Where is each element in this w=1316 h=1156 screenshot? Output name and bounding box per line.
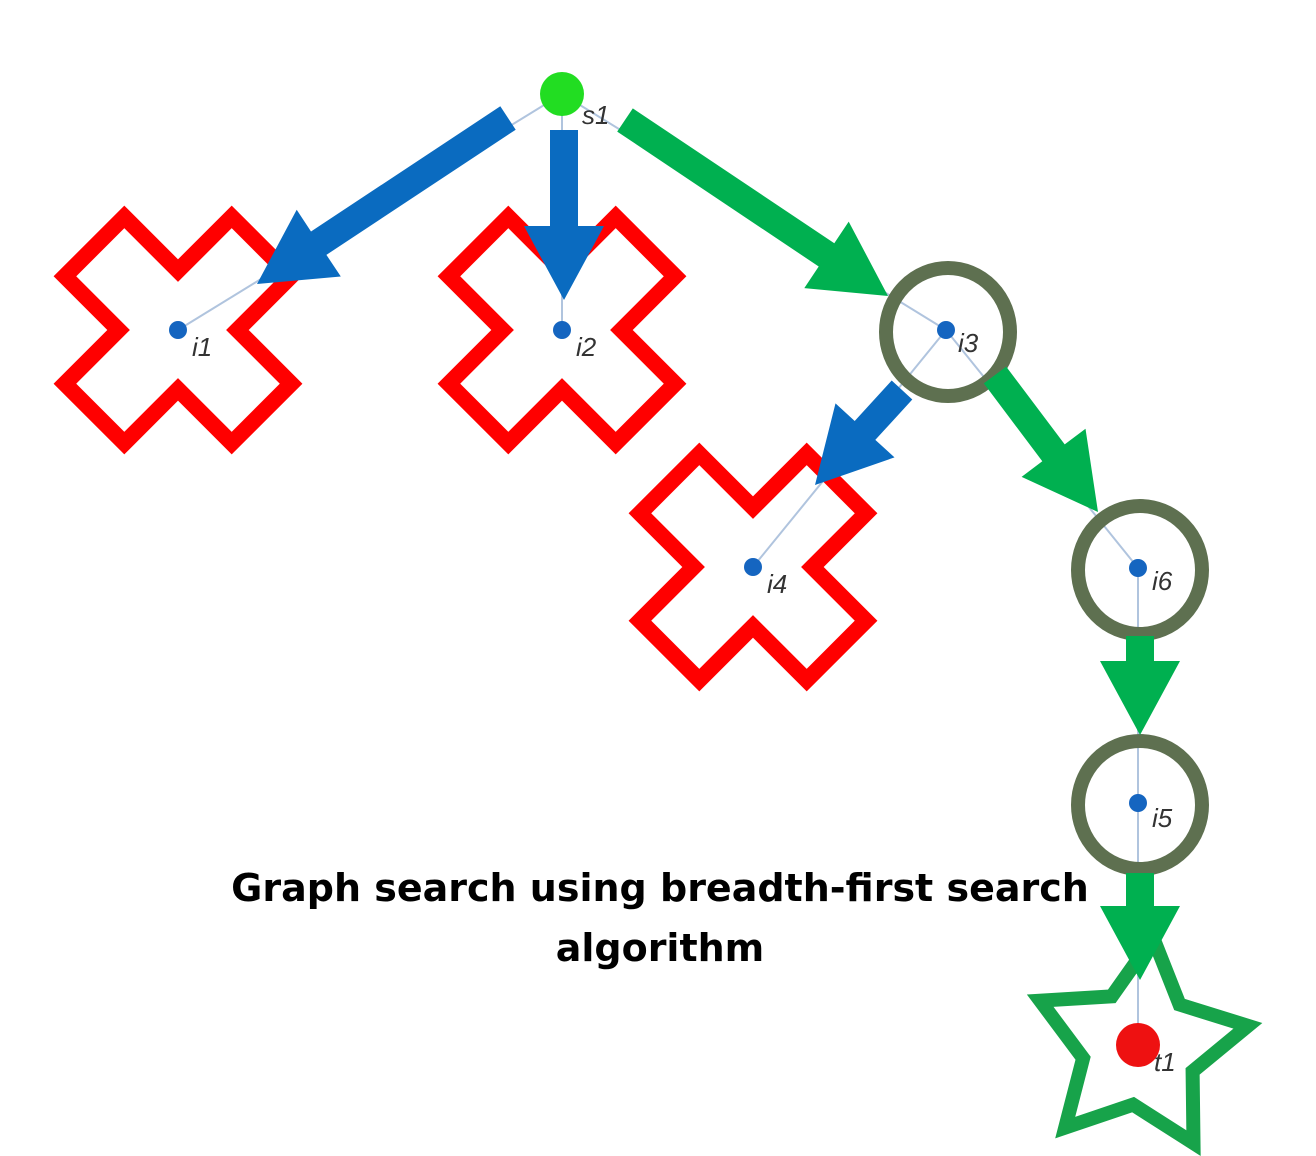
goal-star-icon: [1026, 923, 1263, 1156]
rejected-x-icon-i2: [437, 205, 687, 455]
path-arrow-i3-i6: [983, 366, 1098, 512]
rejected-arrow-s1-i2: [524, 130, 604, 300]
path-arrow-i6-i5: [1100, 636, 1180, 735]
goal-node-t1: [1116, 1023, 1160, 1067]
node-dot-i5: [1129, 794, 1147, 812]
start-node-s1: [540, 72, 584, 116]
node-dot-i3: [937, 321, 955, 339]
rejected-x-icon-i1: [53, 205, 303, 455]
node-label-t1: t1: [1154, 1047, 1176, 1077]
graph-nodes: s1 i1 i2 i3 i4 i6 i5 t1: [169, 72, 1176, 1077]
node-label-i3: i3: [958, 328, 979, 358]
node-label-i5: i5: [1152, 803, 1173, 833]
node-dot-i4: [744, 558, 762, 576]
node-label-i2: i2: [576, 332, 597, 362]
rejected-x-icon-i4: [628, 442, 878, 692]
node-label-s1: s1: [582, 100, 609, 130]
visited-ring-i6: [1071, 499, 1209, 641]
node-dot-i1: [169, 321, 187, 339]
visited-ring-i3: [879, 261, 1017, 403]
node-dot-i6: [1129, 559, 1147, 577]
path-arrow-s1-i3: [617, 108, 888, 297]
visited-ring-i5: [1071, 734, 1209, 876]
node-label-i6: i6: [1152, 566, 1173, 596]
node-markers: [53, 205, 1263, 1156]
node-dot-i2: [553, 321, 571, 339]
node-label-i1: i1: [192, 332, 212, 362]
rejected-arrow-s1-i1: [257, 106, 516, 284]
diagram-caption: Graph search using breadth-first search …: [231, 866, 1089, 970]
rejected-arrow-i3-i4: [815, 380, 913, 485]
search-arrows: [257, 106, 1180, 980]
node-label-i4: i4: [767, 569, 787, 599]
path-arrow-i5-t1: [1100, 873, 1180, 980]
